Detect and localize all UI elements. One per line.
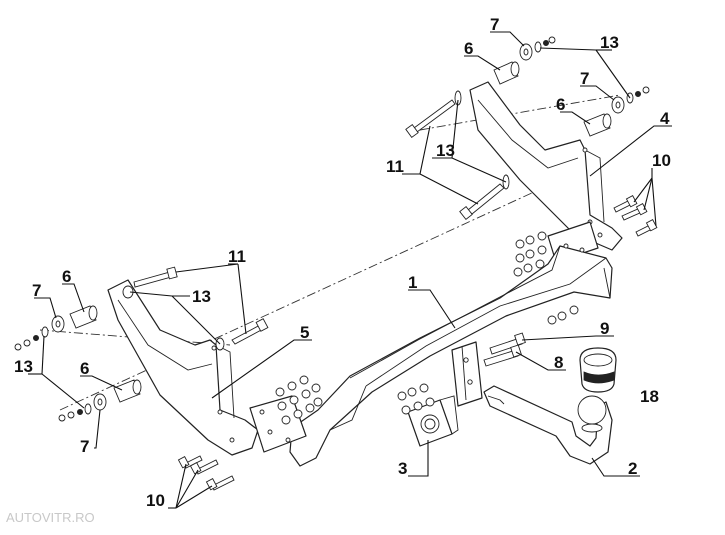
callout-13-left-bottom: 13 [14,357,33,376]
callout-13-right-top: 13 [600,33,619,52]
callout-11-right: 11 [386,157,404,176]
mounting-axis-lines [39,94,621,411]
callout-2: 2 [628,459,637,478]
centre-bolts [483,332,526,367]
socket-plate [407,395,459,447]
callout-7-left-top: 7 [32,281,41,300]
callout-13-right-mid: 13 [436,141,455,160]
left-side-bracket [107,279,259,456]
callout-8: 8 [554,353,563,372]
left-hardware [14,266,269,491]
callout-6-right-mid: 6 [556,95,565,114]
nut-washer-sets [275,231,579,425]
nut-stack-socket [397,383,435,415]
right-side-bracket [469,81,623,251]
callout-11-left: 11 [228,247,246,266]
callout-6-left-bottom: 6 [80,359,89,378]
callout-5: 5 [300,323,309,342]
nut-stack-left-plate [275,375,323,425]
callout-3: 3 [398,459,407,478]
nut-stack-mid [547,305,579,325]
callout-7-right-top: 7 [490,15,499,34]
tow-ball-cover [579,347,617,393]
callout-labels: 1 2 3 4 5 6 6 6 6 7 7 7 7 8 9 10 10 11 1… [14,15,671,510]
tow-ball-arm [483,385,613,465]
right-hardware [405,36,658,237]
callout-1: 1 [408,273,417,292]
callout-7-left-bottom: 7 [80,437,89,456]
callout-13-left-top: 13 [192,287,211,306]
leader-lines [28,31,672,509]
nut-stack-upper-right [513,231,547,277]
callout-10-left: 10 [146,491,165,510]
watermark: AUTOVITR.RO [6,510,95,525]
callout-4: 4 [660,109,670,128]
callout-10-right: 10 [652,151,671,170]
main-cross-beam [249,221,613,467]
callout-18: 18 [640,387,659,406]
callout-6-right-top: 6 [464,39,473,58]
callout-9: 9 [600,319,609,338]
callout-6-left-top: 6 [62,267,71,286]
callout-7-right-mid: 7 [580,69,589,88]
